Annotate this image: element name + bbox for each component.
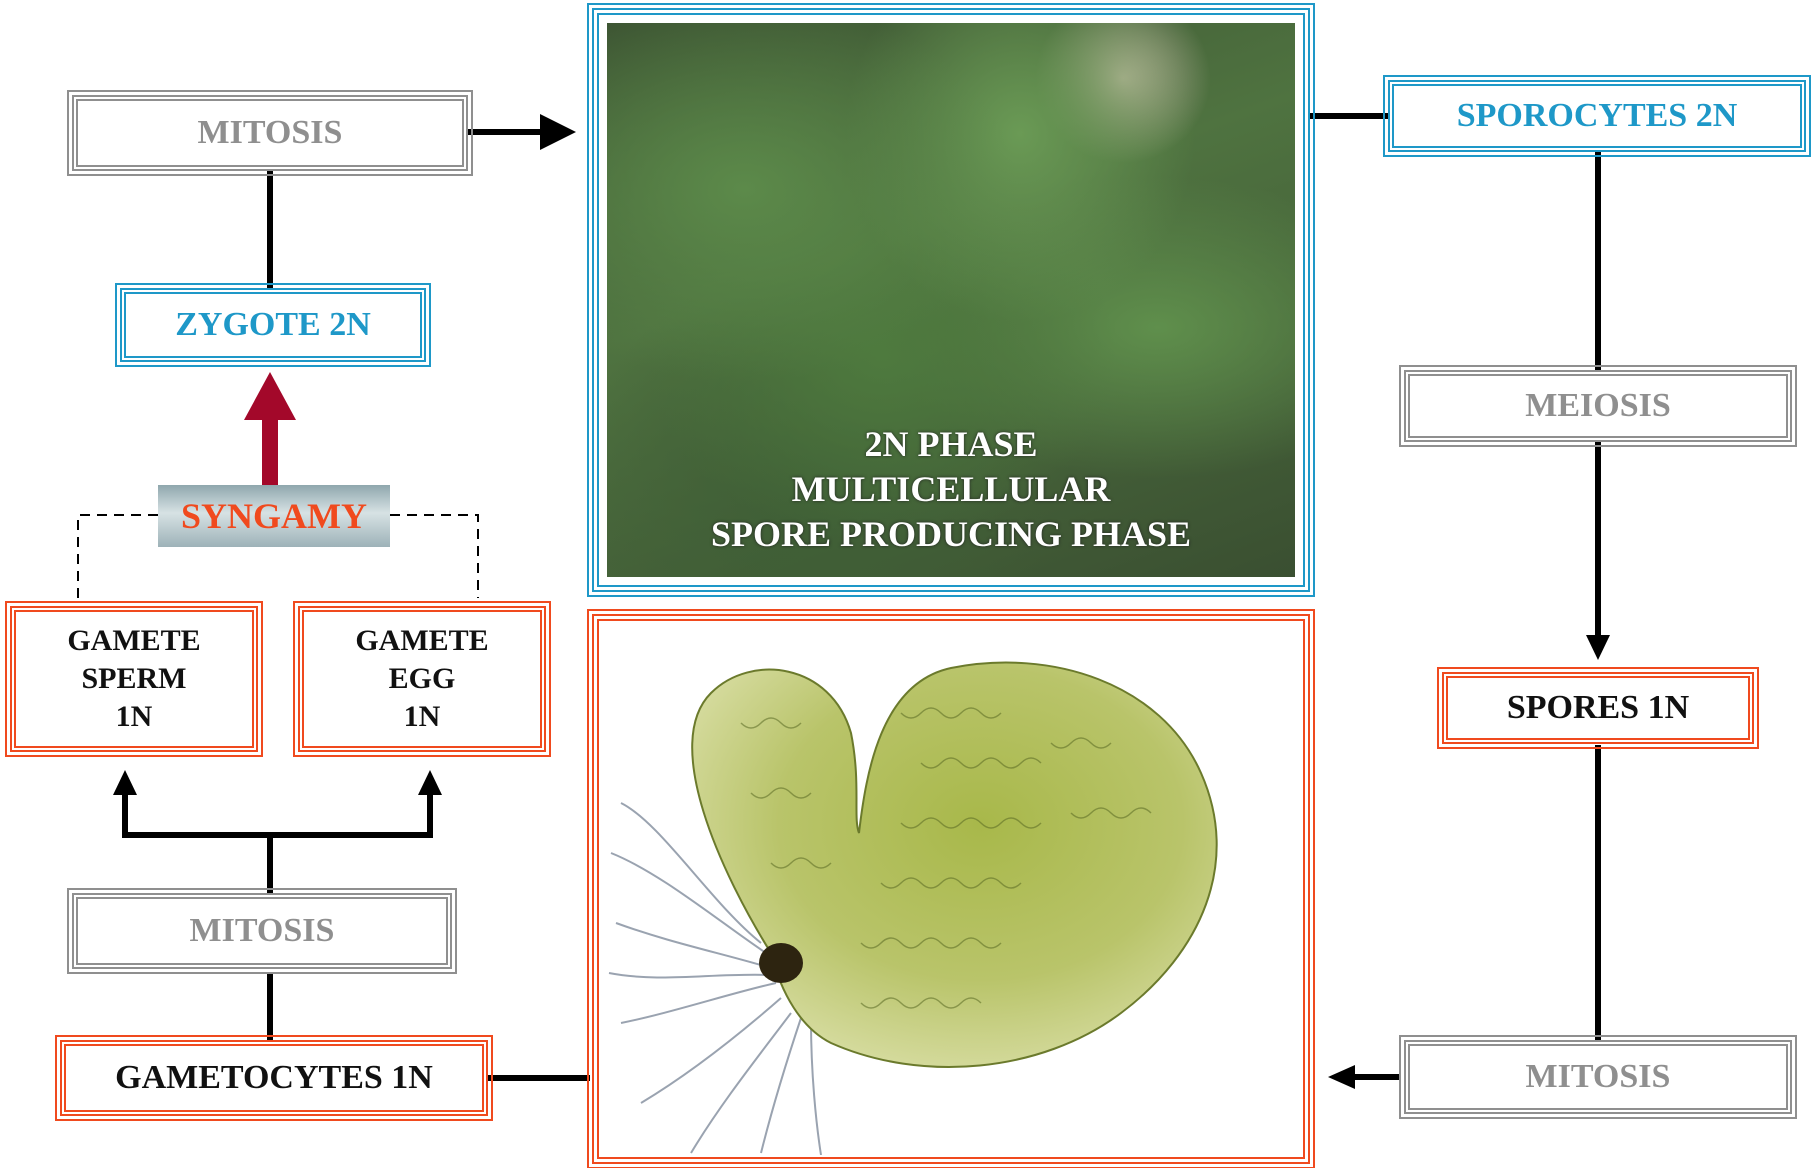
spores-label: SPORES 1N bbox=[1507, 689, 1689, 727]
gamete-egg-box: GAMETE EGG 1N bbox=[298, 606, 546, 752]
gametocytes-label: GAMETOCYTES 1N bbox=[115, 1059, 433, 1097]
gametophyte-photo-frame bbox=[592, 614, 1310, 1164]
mitosis-box-left: MITOSIS bbox=[72, 893, 452, 969]
meiosis-label: MEIOSIS bbox=[1525, 387, 1671, 425]
arrow-head-spores bbox=[1586, 635, 1610, 660]
spores-box: SPORES 1N bbox=[1442, 672, 1754, 744]
gamete-sperm-line-2: SPERM bbox=[82, 660, 187, 698]
split-arrows bbox=[125, 790, 430, 835]
gamete-egg-line-3: 1N bbox=[404, 698, 441, 736]
arrow-head-sperm bbox=[113, 770, 137, 795]
mitosis-right-label: MITOSIS bbox=[1526, 1058, 1671, 1096]
sporocytes-label: SPOROCYTES 2N bbox=[1457, 97, 1738, 135]
mitosis-box-top: MITOSIS bbox=[72, 95, 468, 171]
phase-caption: 2N PHASE MULTICELLULAR SPORE PRODUCING P… bbox=[711, 422, 1191, 557]
gamete-sperm-box: GAMETE SPERM 1N bbox=[10, 606, 258, 752]
gamete-sperm-line-1: GAMETE bbox=[67, 622, 200, 660]
mitosis-left-label: MITOSIS bbox=[190, 912, 335, 950]
arrow-head-syngamy bbox=[244, 372, 296, 420]
zygote-box: ZYGOTE 2N bbox=[120, 288, 426, 362]
dashed-bracket-right bbox=[390, 515, 478, 598]
meiosis-box: MEIOSIS bbox=[1404, 370, 1792, 442]
fern-sporophyte-image: 2N PHASE MULTICELLULAR SPORE PRODUCING P… bbox=[607, 23, 1295, 577]
phase-caption-line-1: 2N PHASE bbox=[711, 422, 1191, 467]
phase-caption-line-2: MULTICELLULAR bbox=[711, 467, 1191, 512]
gametophyte-prothallus-image bbox=[601, 623, 1301, 1155]
zygote-label: ZYGOTE 2N bbox=[175, 306, 371, 344]
dashed-bracket-left bbox=[78, 515, 158, 598]
arrow-head-gametophyte bbox=[1328, 1065, 1355, 1089]
mitosis-label: MITOSIS bbox=[198, 114, 343, 152]
arrow-head-egg bbox=[418, 770, 442, 795]
gamete-sperm-line-3: 1N bbox=[116, 698, 153, 736]
mitosis-box-right: MITOSIS bbox=[1404, 1040, 1792, 1114]
sporophyte-photo-frame: 2N PHASE MULTICELLULAR SPORE PRODUCING P… bbox=[592, 8, 1310, 592]
syngamy-label: SYNGAMY bbox=[181, 495, 367, 537]
gametocytes-box: GAMETOCYTES 1N bbox=[60, 1040, 488, 1116]
phase-caption-line-3: SPORE PRODUCING PHASE bbox=[711, 512, 1191, 557]
sporocytes-box: SPOROCYTES 2N bbox=[1388, 80, 1806, 152]
syngamy-box: SYNGAMY bbox=[158, 485, 390, 547]
gamete-egg-line-1: GAMETE bbox=[355, 622, 488, 660]
gamete-egg-line-2: EGG bbox=[389, 660, 456, 698]
archegonium-spot bbox=[759, 943, 803, 983]
